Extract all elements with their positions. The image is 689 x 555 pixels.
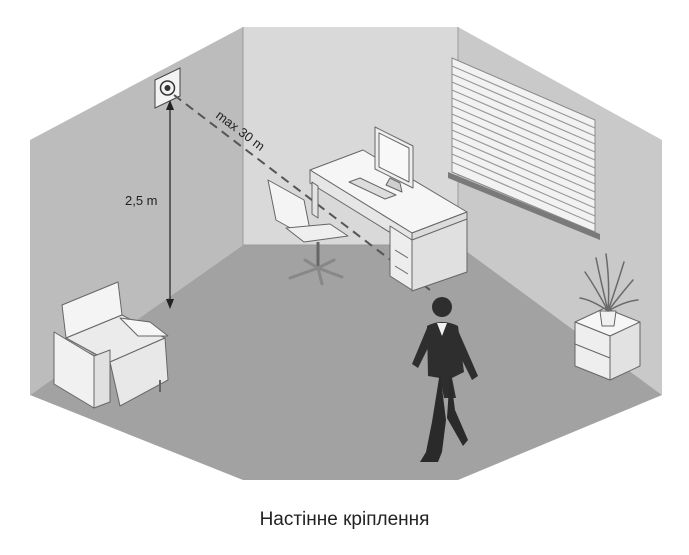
person-walking [412,297,478,462]
height-label: 2,5 m [125,193,158,208]
caption: Настінне кріплення [259,509,430,530]
desk [309,126,468,292]
armchair [53,281,169,409]
floor [30,245,662,480]
room [30,27,662,480]
window-blinds [448,57,600,240]
sensor-device [154,67,181,109]
distance-line [173,94,431,291]
office-chair [267,179,349,286]
height-dimension [166,100,174,309]
room-illustration: 2,5 m max 30 m [30,27,662,480]
nightstand-plant [574,253,641,381]
